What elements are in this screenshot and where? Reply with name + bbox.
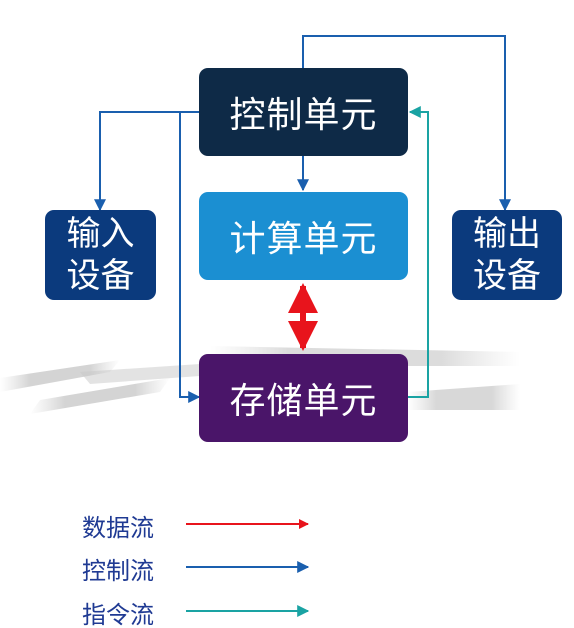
storage-to-control-wire [408, 106, 429, 398]
output-device-label-line2: 设备 [473, 256, 541, 296]
output-device-label-line1: 输出 [473, 214, 541, 254]
legend-instruction-flow-label: 指令流 [82, 601, 154, 628]
control-unit-box: 控制单元 [199, 68, 408, 156]
legend-control-flow-label: 控制流 [82, 557, 154, 585]
input-device-label-line1: 输入 [66, 214, 135, 254]
storage-unit-box: 存储单元 [199, 354, 408, 442]
control-to-storage-wire [179, 112, 201, 403]
output-device-box: 输出 设备 [452, 210, 562, 300]
input-device-box: 输入 设备 [45, 210, 156, 300]
control-to-output-wire [302, 35, 511, 212]
input-device-label-line2: 设备 [66, 256, 135, 296]
compute-unit-box: 计算单元 [199, 192, 408, 280]
control-to-input-wire [94, 111, 199, 212]
legend-data-flow-label: 数据流 [82, 514, 154, 542]
